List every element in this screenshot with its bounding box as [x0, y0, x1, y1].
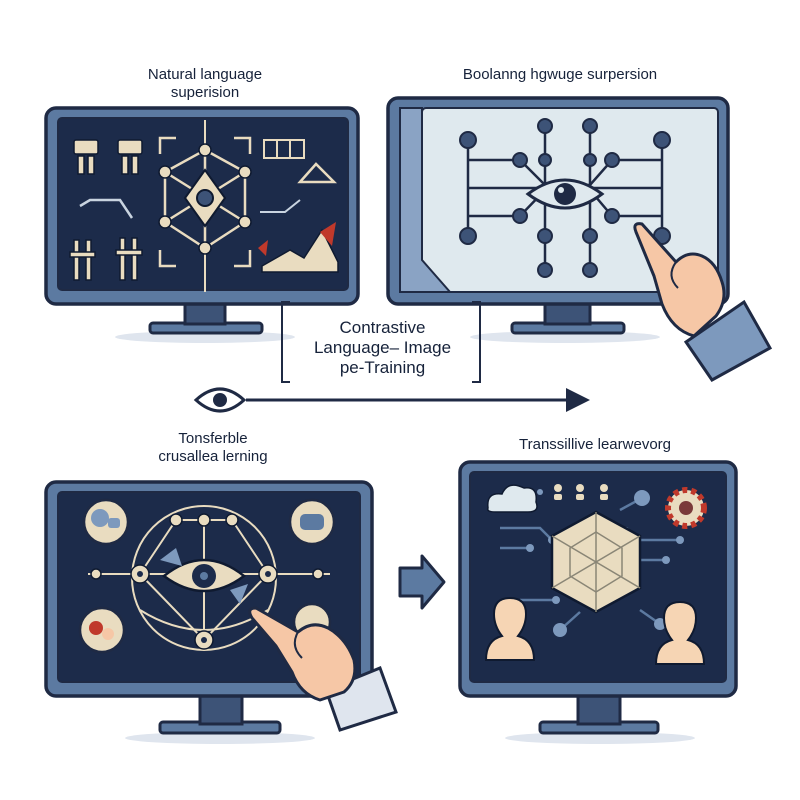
caption-line: Tonsferble — [178, 430, 248, 447]
caption-line: superision — [170, 84, 240, 101]
people-icon — [554, 484, 608, 500]
gear-icon — [665, 487, 707, 529]
head-icon — [484, 596, 536, 661]
eye-icon — [525, 178, 605, 210]
arrow-right-icon — [566, 388, 590, 412]
caption-natural-language-supervision: Natural language superision — [120, 66, 290, 102]
monitor-bottom-left — [44, 480, 398, 744]
network-graph-icon — [550, 510, 642, 614]
caption-contrastive-language-image-pretraining: Contrastive Language– Image pe-Training — [290, 318, 475, 378]
caption-line: pe-Training — [339, 358, 426, 377]
caption-boolanng-supervision: Boolanng hgwuge surpersion — [400, 66, 720, 84]
caption-line: Natural language — [147, 66, 263, 83]
caption-line: Language– Image — [313, 338, 452, 357]
monitor-top-right — [386, 96, 773, 382]
people-icon — [69, 139, 143, 281]
eye-icon — [161, 558, 247, 593]
monitor-top-left — [44, 106, 360, 343]
caption-line: Contrastive — [339, 318, 426, 337]
arrow-right-icon — [398, 554, 446, 610]
monitor-bottom-right — [458, 460, 738, 744]
eye-icon — [193, 387, 247, 413]
caption-transsillive-learning: Transsillive learwevorg — [470, 436, 720, 454]
eye-icon — [196, 189, 214, 207]
caption-line: Boolanng hgwuge surpersion — [462, 66, 658, 83]
head-icon — [654, 600, 706, 665]
caption-line: crusallea lerning — [158, 448, 268, 465]
hand-pointer-icon — [633, 222, 773, 382]
caption-transferable-learning: Tonsferble crusallea lerning — [118, 430, 308, 466]
cloud-icon — [486, 484, 538, 513]
center-connector — [193, 301, 590, 413]
hand-pointer-icon — [248, 606, 398, 732]
caption-line: Transsillive learwevorg — [519, 436, 671, 453]
